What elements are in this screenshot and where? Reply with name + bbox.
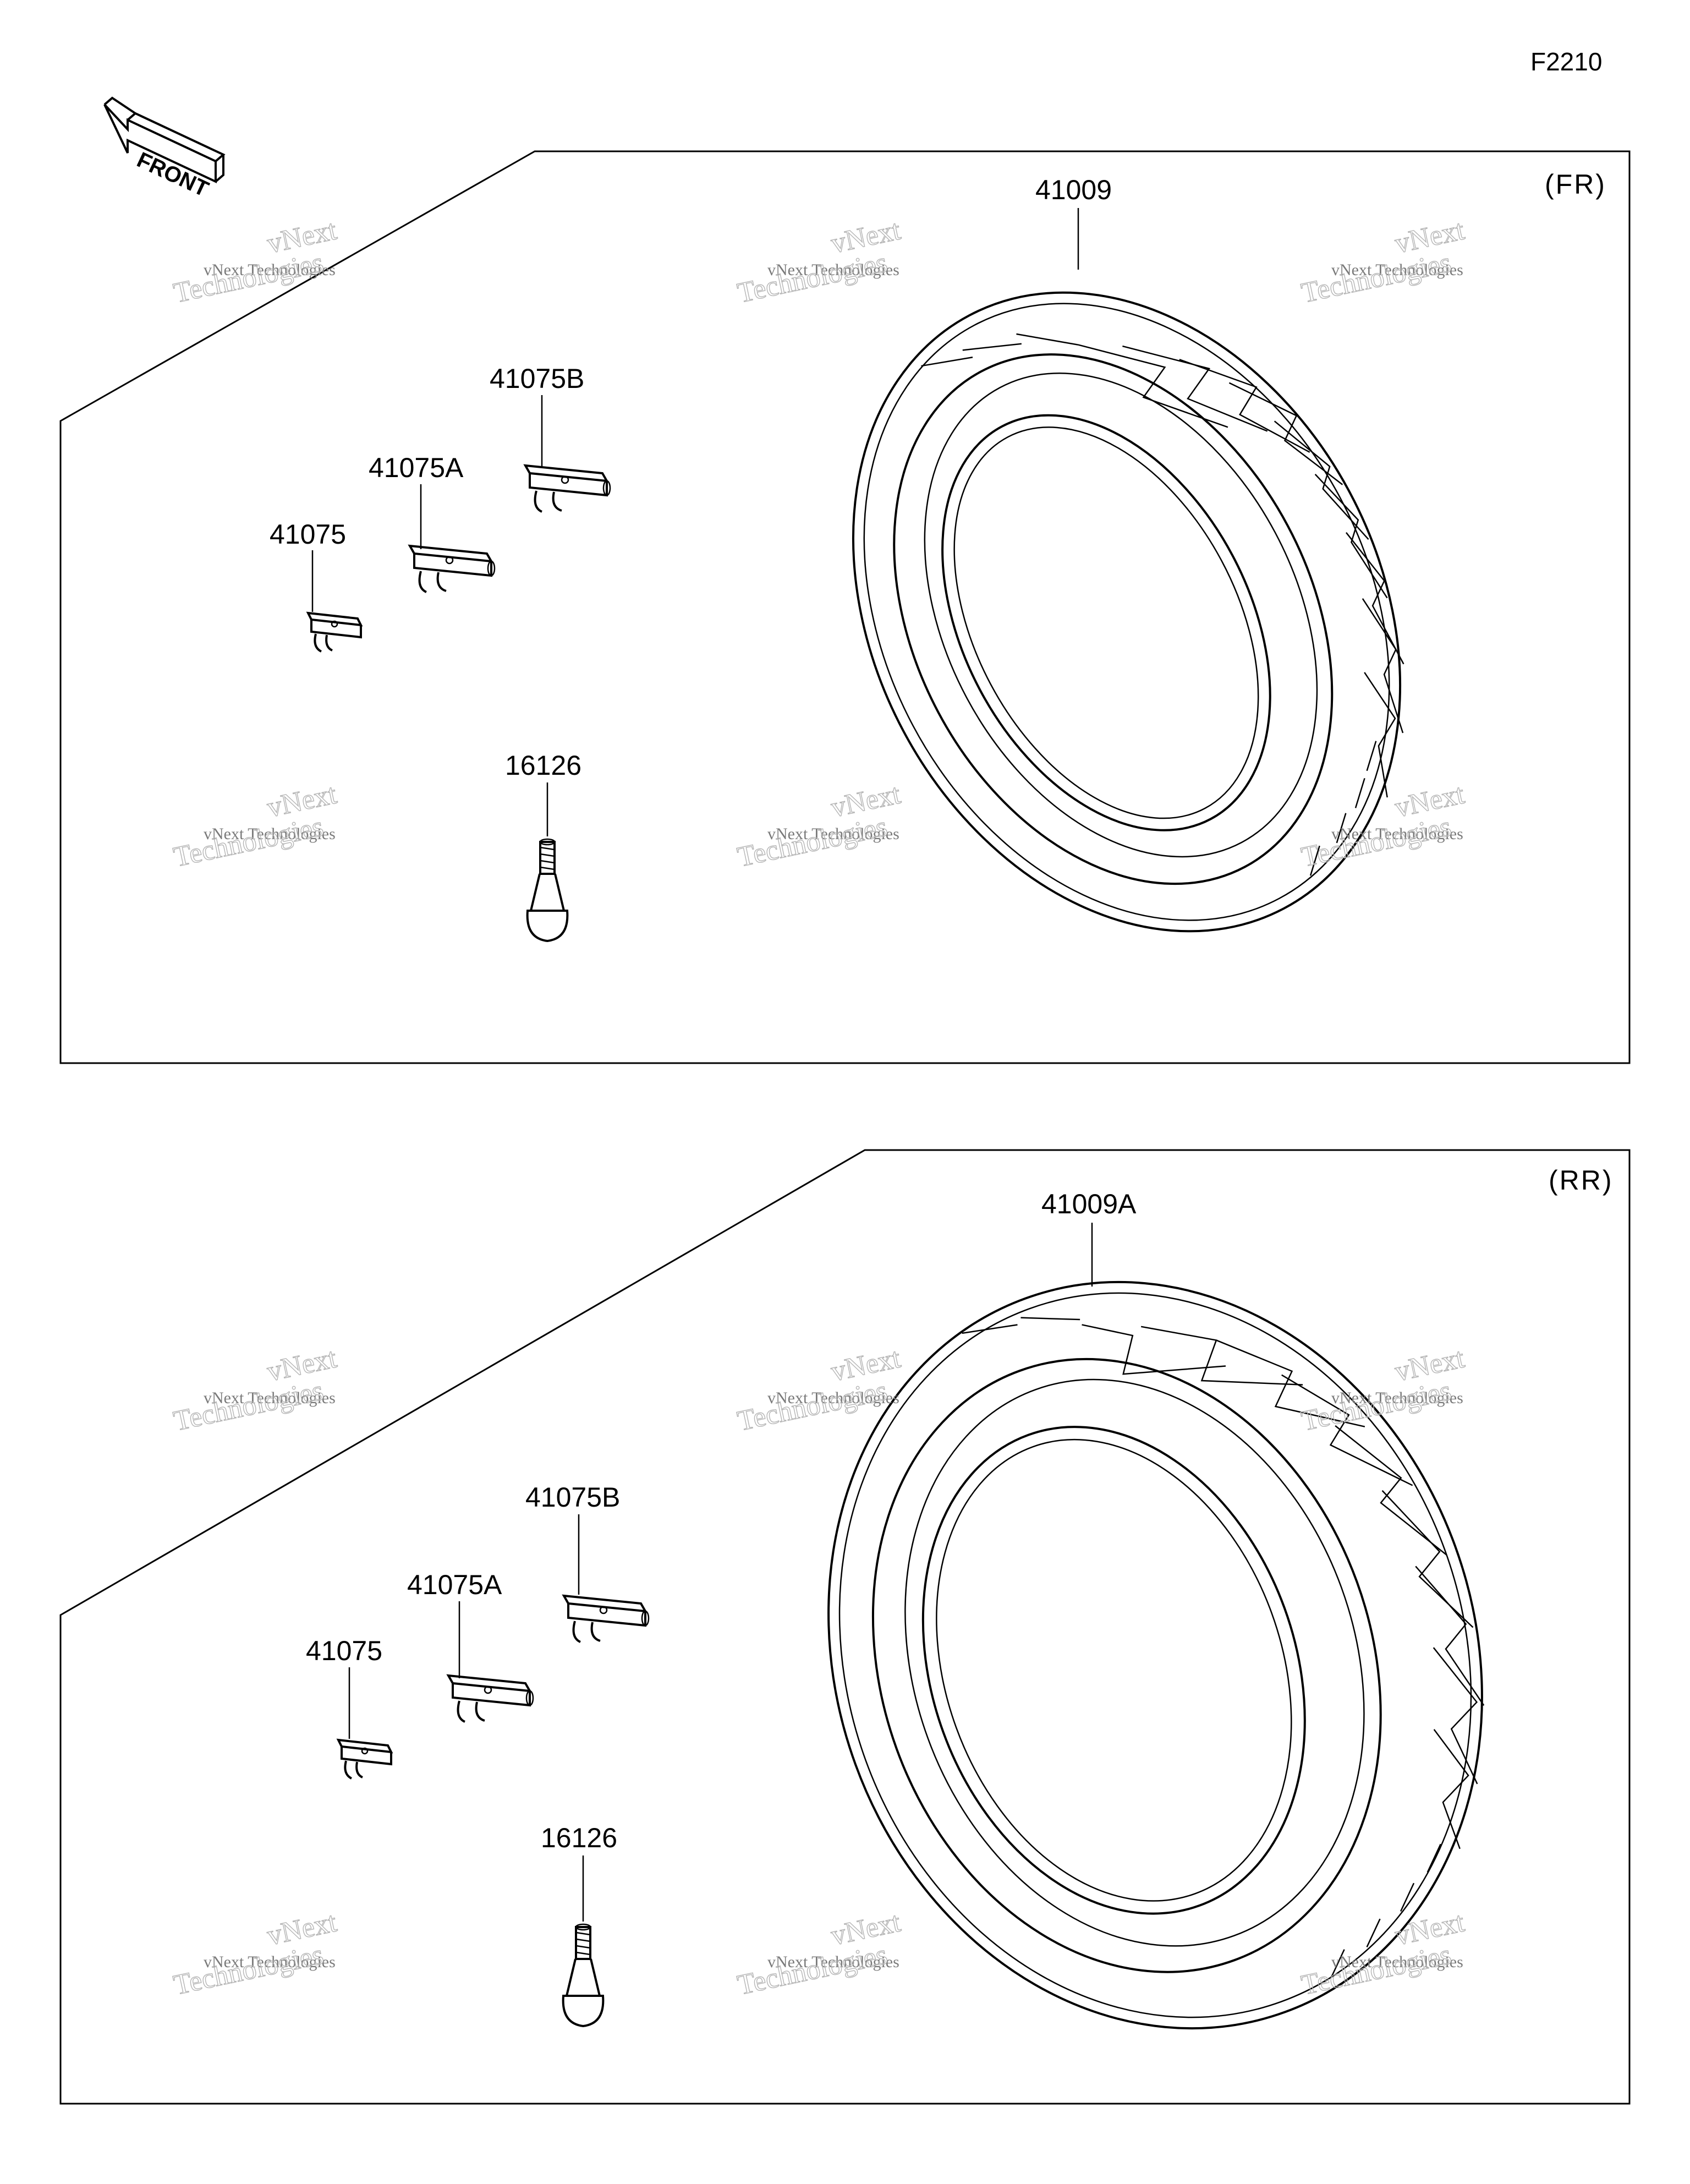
section-front-frame	[59, 150, 1631, 1064]
watermark-stamp	[734, 214, 904, 310]
section-rear-label: (RR)	[1549, 1165, 1614, 1196]
rear-tire	[827, 1280, 1485, 2030]
watermark-stamp	[734, 1906, 904, 2002]
watermark-stamp	[170, 778, 341, 874]
part-label-front-weight-a: 41075A	[369, 452, 464, 483]
section-front: (FR) 41009	[59, 150, 1631, 1064]
watermark-stamp	[1298, 1342, 1468, 1438]
part-label-front-valve: 16126	[505, 750, 581, 781]
rear-valve-stem	[562, 1923, 605, 2027]
part-label-front-tire: 41009	[1035, 174, 1112, 205]
section-rear-frame	[59, 1149, 1631, 2105]
watermark-stamp	[1298, 214, 1468, 310]
part-label-rear-weight: 41075	[306, 1635, 382, 1666]
watermark-stamp	[170, 1342, 341, 1438]
part-label-rear-valve: 16126	[541, 1822, 617, 1853]
front-balance-weight	[307, 612, 362, 653]
part-label-rear-tire: 41009A	[1041, 1189, 1137, 1219]
part-label-front-weight: 41075	[270, 519, 346, 550]
front-tire	[852, 291, 1404, 933]
watermark-stamp	[1298, 778, 1468, 874]
figure-code: F2210	[1530, 47, 1602, 76]
front-balance-weight-a	[409, 545, 496, 593]
part-label-rear-weight-b: 41075B	[525, 1482, 620, 1513]
front-arrow-label: FRONT	[133, 147, 212, 201]
watermark-stamp	[170, 1906, 341, 2002]
watermark-stamp	[1298, 1906, 1468, 2002]
rear-balance-weight-b	[563, 1595, 650, 1643]
front-valve-stem	[526, 838, 569, 942]
section-front-label: (FR)	[1545, 169, 1606, 200]
watermark-layer	[170, 214, 1468, 2002]
front-balance-weight-b	[524, 464, 611, 513]
watermark-stamp	[170, 214, 341, 310]
front-arrow-icon: FRONT	[103, 96, 226, 201]
rear-balance-weight-a	[447, 1674, 534, 1723]
rear-balance-weight	[337, 1739, 392, 1780]
watermark-stamp	[734, 778, 904, 874]
part-label-front-weight-b: 41075B	[490, 363, 584, 394]
part-label-rear-weight-a: 41075A	[407, 1569, 502, 1600]
